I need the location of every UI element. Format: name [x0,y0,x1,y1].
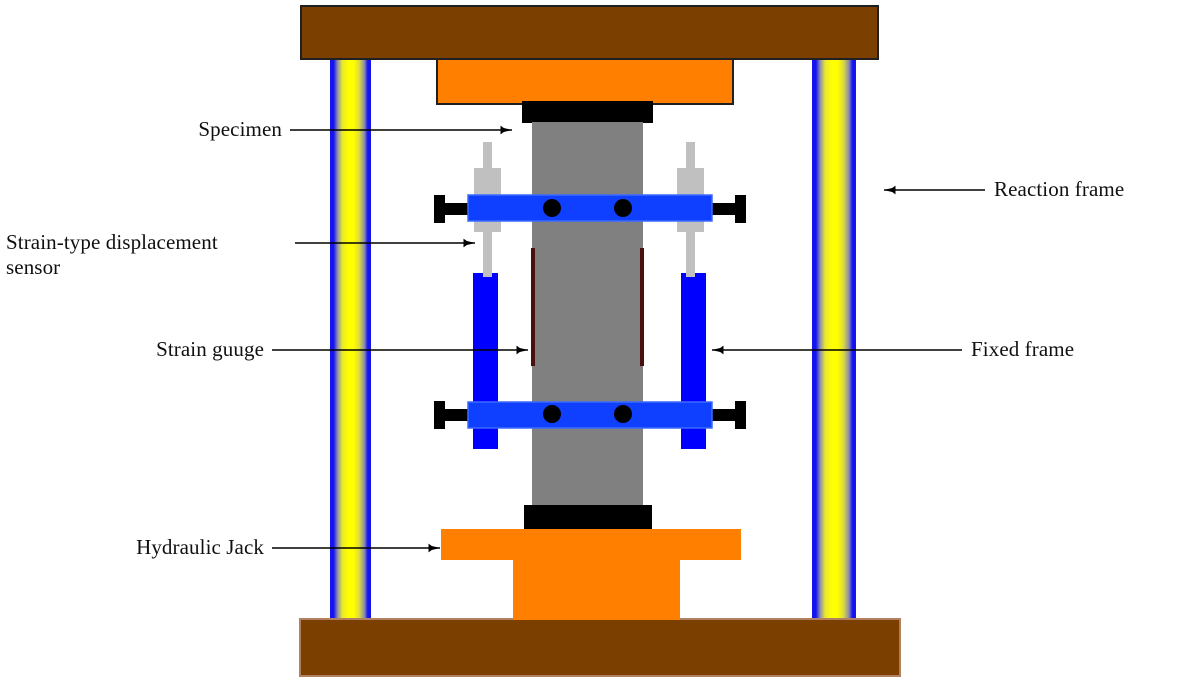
upper-clamp-bolt-dot-left [543,199,561,217]
right-strain-gauge-strip [640,248,644,366]
upper-clamp-bolt-dot-right [614,199,632,217]
lower-clamp-bolt-right [707,401,746,429]
lower-clamp-bolt-dot-left [543,405,561,423]
top-bearing-plate [522,101,653,123]
lower-clamp-bar [467,401,713,429]
bottom-bearing-plate [524,505,652,529]
label-fixed-frame: Fixed frame [971,337,1075,361]
specimen-column [532,122,643,506]
top-loading-plate [436,58,734,105]
right-reaction-column [812,55,856,623]
upper-clamp-bar [467,194,713,222]
label-strain-gauge: Strain guuge [156,337,264,361]
top-reaction-beam [300,5,879,60]
left-strain-gauge-strip [531,248,535,366]
label-strain-displacement-sensor: Strain-type displacement sensor [6,230,218,279]
lower-clamp-bolt-dot-right [614,405,632,423]
upper-clamp-bolt-left [434,195,473,223]
lower-clamp-bolt-left [434,401,473,429]
base-reaction-beam [299,618,901,677]
upper-clamp-bolt-right [707,195,746,223]
label-reaction-frame: Reaction frame [994,177,1125,201]
label-hydraulic-jack: Hydraulic Jack [136,535,264,559]
left-reaction-column [330,55,371,623]
label-specimen: Specimen [198,117,282,141]
hydraulic-jack-body [441,529,741,620]
